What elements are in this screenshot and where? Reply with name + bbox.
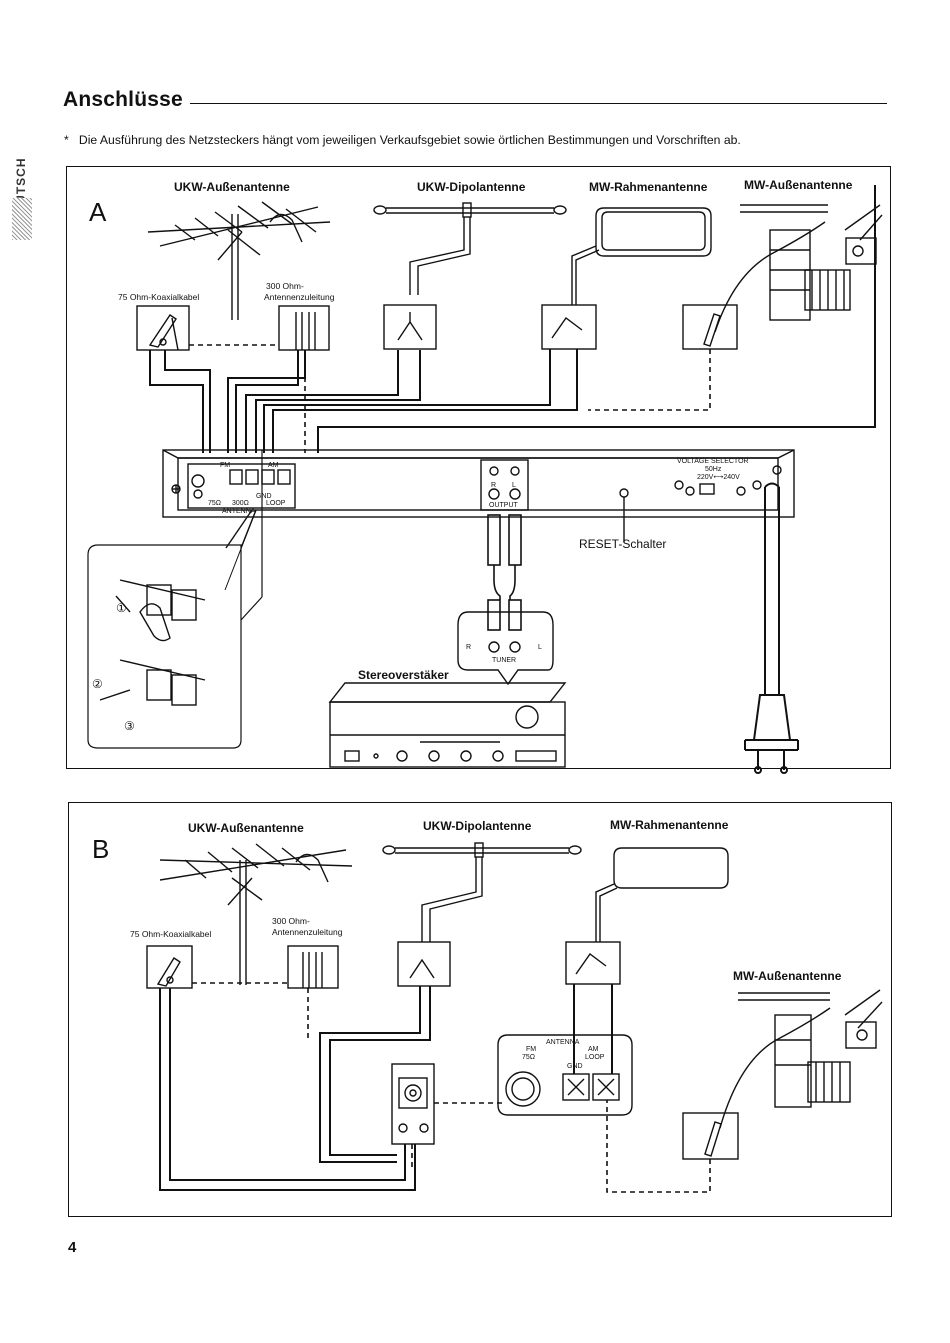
dipole-antenna-a-icon: [373, 202, 567, 350]
label-ukw-outdoor-b: UKW-Außenantenne: [188, 821, 304, 835]
page-title: Anschlüsse: [63, 88, 183, 111]
footnote-text: Die Ausführung des Netzsteckers hängt vo…: [78, 133, 741, 147]
label-input-l: L: [538, 644, 542, 651]
coax-connector-a-icon: [136, 305, 190, 351]
panel-b-letter: B: [92, 834, 110, 864]
loop-antenna-a-icon: [541, 207, 712, 350]
page-number: 4: [68, 1239, 77, 1256]
diagram-panel-a: [66, 166, 891, 769]
title-rule: [190, 103, 887, 104]
antenna-terminal-block-icon: [497, 1034, 633, 1116]
label-ribbon-a-2: Antennenzuleitung: [264, 292, 335, 302]
yagi-antenna-a-icon: [147, 201, 331, 320]
loop-antenna-b-icon: [565, 847, 729, 985]
dashed-links-b: [192, 982, 711, 1193]
footnote-marker: *: [64, 133, 69, 147]
language-tab-hatch: [12, 198, 32, 240]
antenna-wires-a: [149, 185, 876, 453]
footnote: * Die Ausführung des Netzsteckers hängt …: [64, 133, 741, 147]
label-ukw-dipole-a: UKW-Dipolantenne: [417, 180, 526, 194]
label-tuner-input: TUNER: [492, 657, 517, 664]
antenna-wires-b: [159, 984, 613, 1191]
amp-input-callout-icon: [457, 611, 554, 686]
label-ribbon-b-1: 300 Ohm-: [272, 916, 310, 926]
label-am-a: AM: [268, 462, 279, 469]
power-cord-icon: [744, 482, 799, 774]
label-voltage-range: 220V⟷240V: [697, 474, 740, 481]
label-output-l: L: [512, 482, 516, 489]
rca-cable-icon: [487, 514, 522, 631]
label-amplifier: Stereoverstäker: [358, 668, 449, 682]
label-loop-b: LOOP: [585, 1054, 605, 1061]
inset-frame-line: [240, 450, 263, 621]
label-mw-outdoor-a: MW-Außenantenne: [744, 178, 853, 192]
label-fm-b: FM: [526, 1046, 537, 1053]
label-mw-loop-b: MW-Rahmenantenne: [610, 818, 729, 832]
dipole-antenna-b-icon: [382, 842, 582, 987]
label-input-r: R: [466, 644, 472, 651]
label-output: OUTPUT: [489, 502, 518, 509]
label-coax-a: 75 Ohm-Koaxialkabel: [118, 292, 200, 302]
label-ribbon-b-2: Antennenzuleitung: [272, 927, 343, 937]
label-am-b: AM: [588, 1046, 599, 1053]
label-ribbon-a-1: 300 Ohm-: [266, 281, 304, 291]
step-1-marker: ①: [116, 601, 127, 615]
label-reset-switch: RESET-Schalter: [579, 537, 667, 551]
label-antenna-b: ANTENNA: [546, 1039, 580, 1046]
label-coax-b: 75 Ohm-Koaxialkabel: [130, 929, 212, 939]
label-voltage-selector: VOLTAGE SELECTOR: [677, 458, 749, 465]
label-voltage-hz: 50Hz: [705, 466, 722, 473]
label-fm-a: FM: [220, 462, 231, 469]
label-300ohm-a: 300Ω: [232, 500, 249, 507]
coax-connector-b-icon: [146, 945, 193, 989]
stereo-amplifier-icon: [328, 682, 567, 768]
ribbon-connector-a-icon: [278, 305, 330, 351]
label-gnd-a: GND: [256, 493, 272, 500]
wall-outlet-icon: [391, 1063, 435, 1145]
label-ukw-dipole-b: UKW-Dipolantenne: [423, 819, 532, 833]
label-gnd-b: GND: [567, 1063, 583, 1070]
dashed-links-a: [189, 344, 711, 453]
label-output-r: R: [491, 482, 497, 489]
step-2-marker: ②: [92, 677, 103, 691]
detail-pointer: [224, 509, 257, 591]
label-ukw-outdoor-a: UKW-Außenantenne: [174, 180, 290, 194]
house-antenna-b-icon: [682, 989, 883, 1160]
language-tab: DEUTSCH: [10, 140, 32, 240]
step-3-marker: ③: [124, 719, 135, 733]
label-fm-ohm-b: 75Ω: [522, 1054, 536, 1061]
label-mw-outdoor-b: MW-Außenantenne: [733, 969, 842, 983]
yagi-antenna-b-icon: [159, 843, 353, 985]
diagram-panel-b: [68, 802, 892, 1217]
tuner-rear-panel-icon: [162, 449, 795, 542]
label-antenna-a: ANTENNA: [222, 508, 256, 515]
ribbon-connector-b-icon: [287, 945, 339, 989]
label-loop-a: LOOP: [266, 500, 286, 507]
label-mw-loop-a: MW-Rahmenantenne: [589, 180, 708, 194]
label-75ohm-a: 75Ω: [208, 500, 222, 507]
panel-a-letter: A: [89, 197, 107, 227]
